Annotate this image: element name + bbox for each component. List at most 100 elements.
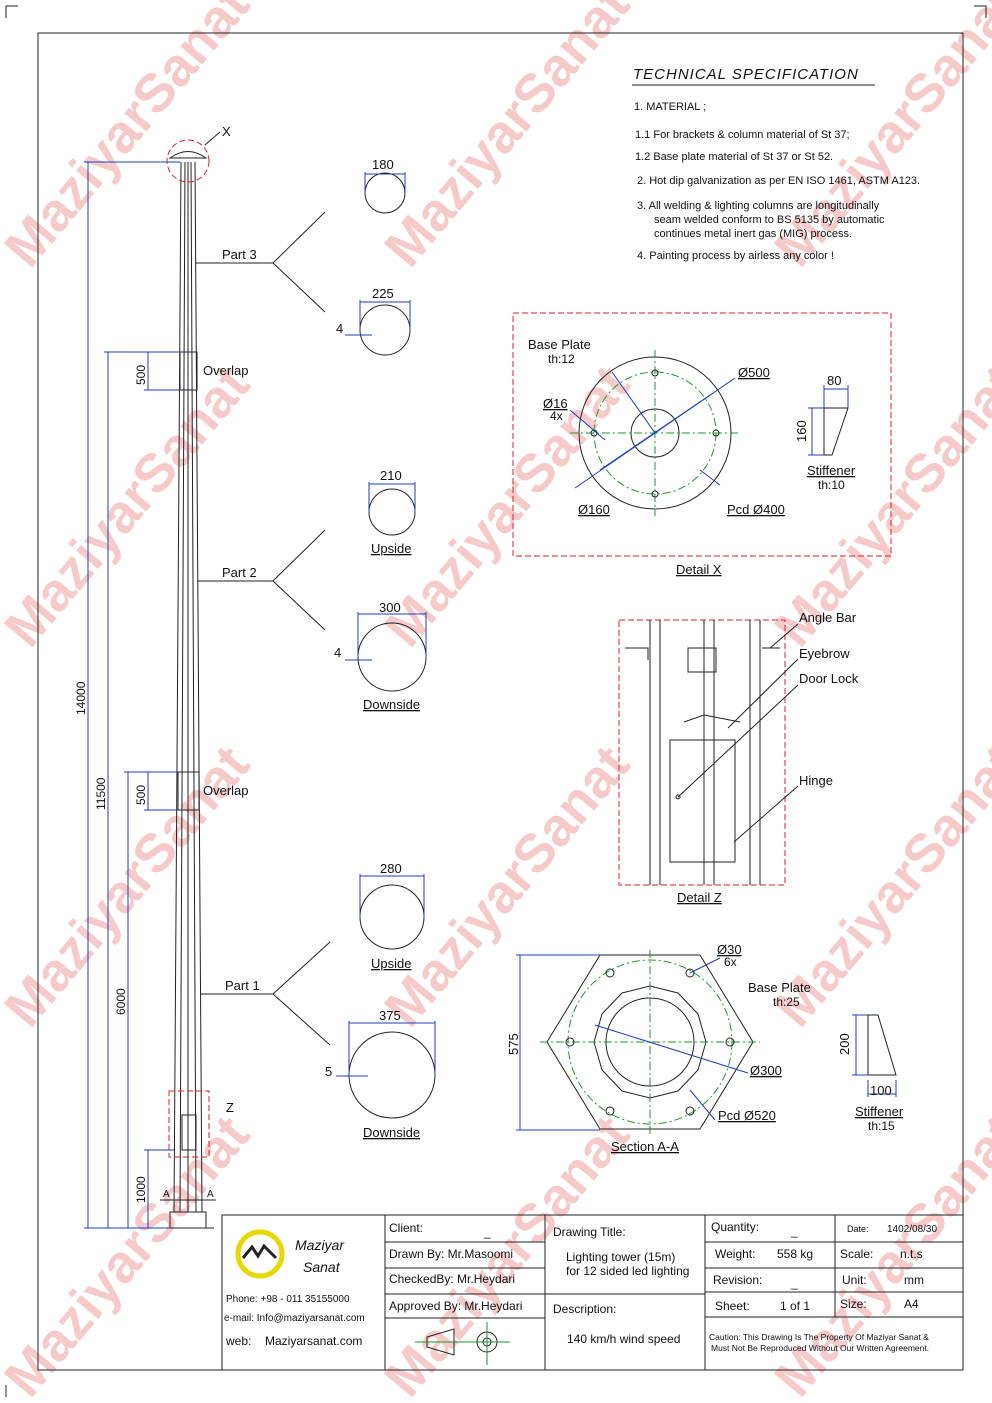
hole-dim: Ø16 — [543, 396, 568, 411]
downside-label: Downside — [363, 697, 420, 712]
base-plate-label: Base Plate — [528, 337, 591, 352]
dim-overlap: 500 — [134, 365, 148, 385]
caution: Must Not Be Reproduced Without Our Writt… — [711, 1343, 929, 1353]
watermark: MaziyarSanat — [0, 735, 261, 1038]
hole-count: 4x — [550, 409, 563, 423]
drawing-title: for 12 sided led lighting — [566, 1264, 689, 1278]
stiffener-height: 200 — [837, 1033, 852, 1055]
upside-label: Upside — [371, 956, 411, 971]
watermark: MaziyarSanat — [763, 355, 992, 658]
web-label: web: — [225, 1334, 251, 1348]
sheet-label: Sheet: — [715, 1299, 750, 1313]
spec-item: 1.1 For brackets & column material of St… — [635, 129, 850, 141]
stiffener-thickness: th:15 — [868, 1119, 895, 1133]
dim-overlap: 500 — [134, 785, 148, 805]
part-3: Part 3 180 225 4 — [195, 157, 411, 356]
company-name: Maziyar — [295, 1237, 345, 1253]
part-label: Part 2 — [222, 565, 257, 580]
door-lock-label: Door Lock — [799, 671, 859, 686]
dim-bottom: 225 — [372, 286, 394, 301]
thickness-label: th:25 — [773, 995, 800, 1009]
detail-z: Angle Bar Eyebrow Door Lock Hinge Detail… — [618, 610, 859, 905]
dim-top: 210 — [380, 468, 402, 483]
dim-thickness: 5 — [325, 1064, 332, 1079]
hole-count: 6x — [724, 955, 737, 969]
company-logo: Maziyar Sanat — [235, 1229, 345, 1279]
scale: n.t.s — [900, 1247, 923, 1261]
scale-label: Scale: — [840, 1247, 873, 1261]
weight-label: Weight: — [715, 1247, 755, 1261]
drawn-by: Drawn By: Mr.Masoomi — [389, 1247, 513, 1261]
part-2: Part 2 210 Upside 300 4 Downside — [197, 468, 427, 712]
spec-item: seam welded conform to BS 5135 by automa… — [654, 214, 885, 226]
overlap-label: Overlap — [203, 363, 249, 378]
title-block: Maziyar Sanat Phone: +98 - 011 35155000 … — [221, 1214, 964, 1371]
dim-14000: 14000 — [74, 681, 88, 715]
dim-thickness: 4 — [334, 645, 341, 660]
web: Maziyarsanat.com — [265, 1334, 362, 1348]
dim-top: 280 — [380, 861, 402, 876]
dim-thickness: 4 — [336, 321, 343, 336]
detail-x-marker — [166, 139, 210, 183]
outer-dim: Ø500 — [738, 365, 770, 380]
spec-item: 1.2 Base plate material of St 37 or St 5… — [635, 151, 833, 163]
stiffener-thickness: th:10 — [818, 478, 845, 492]
pole-elevation: X Overlap Overlap Z A A 14000 11500 6000… — [74, 124, 249, 1229]
detail-x: Base Plate th:12 Ø16 4x Ø500 Ø160 Pcd Ø4… — [512, 312, 892, 577]
stiffener-height: 160 — [794, 420, 809, 442]
phone: Phone: +98 - 011 35155000 — [226, 1294, 350, 1305]
part-1: Part 1 280 Upside 375 5 Downside — [201, 861, 436, 1140]
approved-by: Approved By: Mr.Heydari — [389, 1299, 522, 1313]
dim-bottom: 375 — [379, 1008, 401, 1023]
detail-x-label: X — [222, 124, 231, 139]
technical-specification: TECHNICAL SPECIFICATION 1. MATERIAL ; 1.… — [632, 66, 920, 262]
downside-label: Downside — [363, 1125, 420, 1140]
detail-z-marker — [168, 1090, 210, 1158]
inner-dim: Ø160 — [578, 502, 610, 517]
angle-bar-label: Angle Bar — [799, 610, 857, 625]
spec-title: TECHNICAL SPECIFICATION — [633, 66, 859, 83]
dim-11500: 11500 — [94, 777, 108, 810]
stiffener-width: 100 — [870, 1083, 892, 1098]
eyebrow-label: Eyebrow — [799, 646, 850, 661]
client-label: Client: — [389, 1221, 423, 1235]
watermark: MaziyarSanat — [373, 0, 641, 278]
weight: 558 kg — [777, 1247, 813, 1261]
spec-item: 2. Hot dip galvanization as per EN ISO 1… — [637, 175, 920, 187]
height-dim: 575 — [506, 1033, 521, 1055]
part-label: Part 3 — [222, 247, 257, 262]
unit-label: Unit: — [842, 1273, 867, 1287]
hinge-label: Hinge — [799, 773, 833, 788]
unit: mm — [904, 1273, 924, 1287]
caution: Caution: This Drawing Is The Property Of… — [709, 1332, 929, 1342]
checked-by: CheckedBy: Mr.Heydari — [389, 1272, 515, 1286]
drawing-title-label: Drawing Title: — [553, 1225, 626, 1239]
quantity-label: Quantity: — [711, 1220, 759, 1234]
revision-label: Revision: — [713, 1273, 762, 1287]
date: 1402/08/30 — [887, 1224, 937, 1235]
spec-item: continues metal inert gas (MIG) process. — [654, 228, 852, 240]
date-label: Date: — [847, 1224, 869, 1234]
spec-item: 1. MATERIAL ; — [634, 101, 706, 113]
watermark: MaziyarSanat — [0, 355, 261, 658]
detail-z-title: Detail Z — [677, 890, 722, 905]
overlap-label: Overlap — [203, 783, 249, 798]
email: e-mail: Info@maziyarsanat.com — [224, 1313, 365, 1324]
description: 140 km/h wind speed — [567, 1332, 680, 1346]
quantity: _ — [790, 1224, 798, 1238]
hole-dim: Ø30 — [717, 942, 742, 957]
projection-symbol — [415, 1322, 510, 1365]
dim-top: 180 — [372, 157, 394, 172]
dim-6000: 6000 — [114, 988, 128, 1015]
base-plate-label: Base Plate — [748, 980, 811, 995]
dim-1000: 1000 — [134, 1176, 148, 1203]
spec-item: 3. All welding & lighting columns are lo… — [637, 200, 880, 212]
stiffener-width: 80 — [827, 373, 841, 388]
company-name: Sanat — [303, 1259, 341, 1275]
pcd-dim: Pcd Ø400 — [727, 502, 785, 517]
detail-z-label: Z — [226, 1100, 234, 1115]
part-label: Part 1 — [225, 978, 260, 993]
detail-x-title: Detail X — [676, 562, 722, 577]
size-label: Size: — [840, 1297, 867, 1311]
corner-marks — [5, 5, 987, 1397]
